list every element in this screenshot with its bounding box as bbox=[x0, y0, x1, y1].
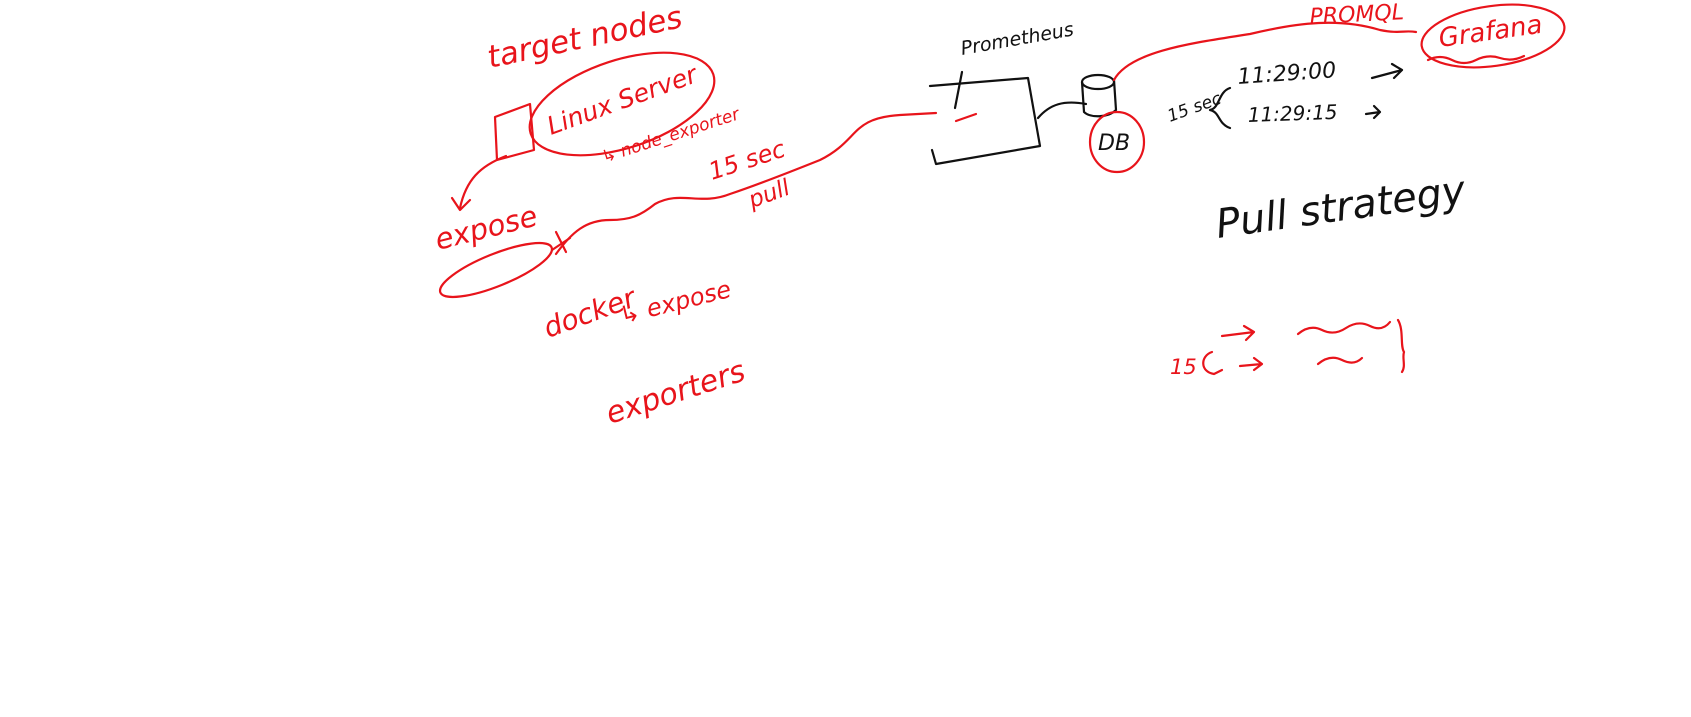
label-pull-strategy: Pull strategy bbox=[1213, 167, 1470, 248]
label-exporters: exporters bbox=[602, 354, 750, 432]
prometheus-label-tick bbox=[953, 70, 964, 110]
db-circle bbox=[1088, 110, 1146, 174]
interval-arrow-upper bbox=[1220, 324, 1256, 342]
label-docker-expose: ↳ expose bbox=[617, 275, 734, 330]
label-timestamp-1: 11:29:00 bbox=[1237, 58, 1337, 90]
label-target-nodes: target nodes bbox=[484, 0, 685, 76]
server-to-expose-arrow bbox=[458, 154, 508, 210]
scribble-upper bbox=[1296, 320, 1392, 336]
label-promql: PROMQL bbox=[1309, 0, 1405, 30]
grafana-underline-squiggle bbox=[1426, 54, 1526, 65]
timestamp-2-arrow bbox=[1364, 104, 1382, 120]
interval-hook bbox=[1202, 350, 1224, 376]
label-pull: pull bbox=[744, 175, 794, 214]
expose-ellipse bbox=[438, 241, 554, 299]
prometheus-to-db-line bbox=[1036, 101, 1088, 120]
label-interval: 15 bbox=[1170, 355, 1197, 379]
prometheus-box bbox=[928, 76, 1042, 166]
interval-arrow-lower bbox=[1238, 356, 1264, 372]
server-box-shape bbox=[493, 102, 536, 162]
label-db: DB bbox=[1098, 131, 1130, 156]
grafana-ellipse bbox=[1420, 3, 1566, 69]
pull-cross-mark bbox=[550, 230, 572, 254]
timestamp-brace bbox=[1208, 86, 1232, 130]
db-cylinder-top bbox=[1080, 73, 1116, 91]
label-prometheus: Prometheus bbox=[959, 18, 1075, 60]
db-to-grafana-line bbox=[1112, 21, 1418, 82]
label-timestamp-2: 11:29:15 bbox=[1247, 100, 1338, 127]
scribble-lower bbox=[1316, 356, 1364, 366]
db-cylinder-body bbox=[1080, 78, 1118, 118]
label-expose: expose bbox=[431, 199, 540, 257]
timestamp-1-arrow bbox=[1370, 62, 1404, 80]
prometheus-inner-dash bbox=[954, 112, 978, 123]
pull-connector-line bbox=[554, 111, 938, 256]
linux-server-ellipse bbox=[528, 51, 716, 157]
server-to-expose-arrowhead bbox=[450, 196, 472, 212]
closing-brace bbox=[1396, 318, 1406, 374]
